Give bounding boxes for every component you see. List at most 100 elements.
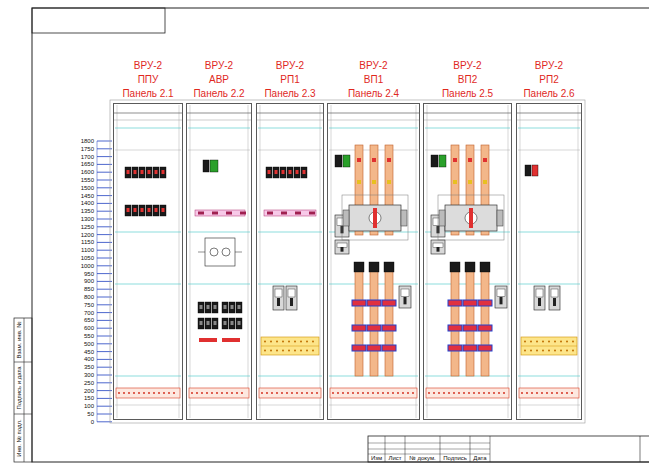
equipment-part	[118, 392, 120, 394]
switch-device	[337, 243, 347, 248]
equipment-part	[241, 392, 243, 394]
equipment-part	[261, 392, 263, 394]
breaker-symbol	[231, 321, 234, 325]
busbar	[355, 268, 363, 376]
title-block-cell: Изм	[371, 454, 382, 462]
switch-device	[273, 286, 284, 310]
equipment-part	[211, 392, 213, 394]
breaker-symbol	[301, 167, 307, 178]
title-block	[368, 436, 649, 462]
switch-device	[290, 298, 293, 306]
breaker-symbol	[132, 167, 138, 178]
terminal-row	[519, 388, 579, 398]
equipment-part	[294, 350, 296, 352]
din-rail	[188, 284, 250, 285]
terminal-strip	[198, 212, 204, 215]
load-switch	[373, 208, 377, 228]
din-rail	[115, 376, 181, 377]
equipment-part	[536, 341, 538, 343]
switch-device	[335, 240, 349, 254]
equipment-part	[443, 392, 445, 394]
breaker-symbol	[266, 167, 272, 178]
equipment-part	[493, 392, 495, 394]
equipment-part	[524, 341, 526, 343]
din-rail	[258, 232, 322, 233]
stamp-box	[32, 8, 165, 33]
panel-rail	[248, 105, 249, 418]
terminal-strip	[240, 212, 246, 215]
equipment-part	[221, 392, 223, 394]
equipment-part	[554, 350, 556, 352]
side-stamp-text: Подпись и дата	[15, 366, 23, 409]
equipment-part	[264, 341, 266, 343]
breaker-symbol	[525, 165, 531, 176]
breaker-symbol	[146, 205, 152, 216]
panel-title: РП2	[523, 73, 574, 87]
scale-value: 1150	[66, 238, 94, 246]
busbar	[370, 268, 378, 376]
panel-rail	[256, 113, 324, 114]
switch-frame	[342, 195, 408, 240]
equipment-part	[521, 392, 523, 394]
equipment-part	[143, 392, 145, 394]
breaker-symbol	[229, 302, 235, 313]
panel-title: ВРУ-2	[442, 59, 493, 73]
equipment-part	[377, 392, 379, 394]
equipment-part	[266, 392, 268, 394]
load-switch	[401, 210, 407, 226]
panel-rail	[188, 405, 250, 406]
busbar	[483, 180, 487, 184]
load-switch	[469, 208, 473, 228]
title-block-line	[368, 454, 490, 455]
breaker-symbol	[139, 167, 145, 178]
panel-title: Панель 2.6	[523, 87, 574, 101]
breaker-symbol	[268, 170, 271, 174]
equipment-part	[560, 341, 562, 343]
equipment-part	[372, 392, 374, 394]
busbar	[385, 268, 393, 376]
equipment-part	[531, 392, 533, 394]
busbar-clamp	[382, 300, 396, 306]
equipment-part	[332, 392, 334, 394]
panel-rail	[327, 113, 420, 114]
equipment-part	[548, 341, 550, 343]
equipment-part	[312, 341, 314, 343]
breaker-symbol	[148, 170, 151, 174]
equipment-part	[382, 392, 384, 394]
equipment-part	[276, 341, 278, 343]
busbar	[453, 158, 457, 162]
busbar	[357, 180, 361, 184]
equipment-part	[412, 392, 414, 394]
breaker-symbol	[224, 305, 227, 309]
switch-device	[495, 286, 507, 308]
scale-value: 500	[66, 340, 94, 348]
terminal-strip	[212, 212, 218, 215]
equipment-part	[560, 350, 562, 352]
equipment-part	[571, 392, 573, 394]
equipment-part	[397, 392, 399, 394]
breaker-symbol	[141, 170, 144, 174]
din-rail	[518, 232, 580, 233]
panel-rail	[329, 405, 418, 406]
panel-rail	[423, 113, 512, 114]
terminal-strip	[195, 210, 245, 216]
panel-title: ВРУ-2	[348, 59, 399, 73]
cabinet-panel: ВРУ-2РП1Панель 2.3	[256, 103, 324, 420]
scale-value: 750	[66, 301, 94, 309]
breaker-symbol	[431, 155, 438, 167]
switch-device	[549, 286, 560, 310]
breaker-symbol	[132, 205, 138, 216]
title-block-cell: Дата	[473, 454, 486, 462]
equipment-part	[488, 392, 490, 394]
panel-rail	[425, 405, 510, 406]
equipment-part	[191, 392, 193, 394]
din-rail	[258, 376, 322, 377]
equipment-part	[566, 350, 568, 352]
panel-title: АВР	[193, 73, 244, 87]
equipment-part	[301, 392, 303, 394]
fuse-symbol	[369, 262, 379, 272]
scale-value: 1200	[66, 231, 94, 239]
cabinet-panel: ВРУ-2РП2Панель 2.6	[516, 103, 582, 420]
din-rail	[518, 150, 580, 151]
terminal-strip	[264, 210, 316, 216]
